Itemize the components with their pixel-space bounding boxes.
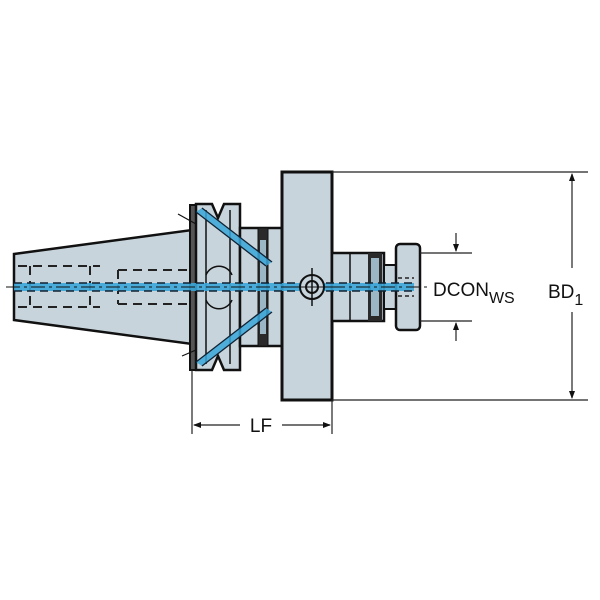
label-bd1-main: BD [548,282,574,303]
label-lf: LF [250,416,272,437]
label-dconws-sub: WS [489,290,515,307]
label-dconws-main: DCON [433,280,489,301]
dimension-lf: LF [191,370,333,437]
dimension-dconws: DCONWS [420,233,515,341]
dimension-bd1: BD1 [332,171,588,401]
svg-text:BD1: BD1 [548,282,583,309]
svg-text:DCONWS: DCONWS [433,280,515,307]
label-bd1-sub: 1 [574,292,583,309]
